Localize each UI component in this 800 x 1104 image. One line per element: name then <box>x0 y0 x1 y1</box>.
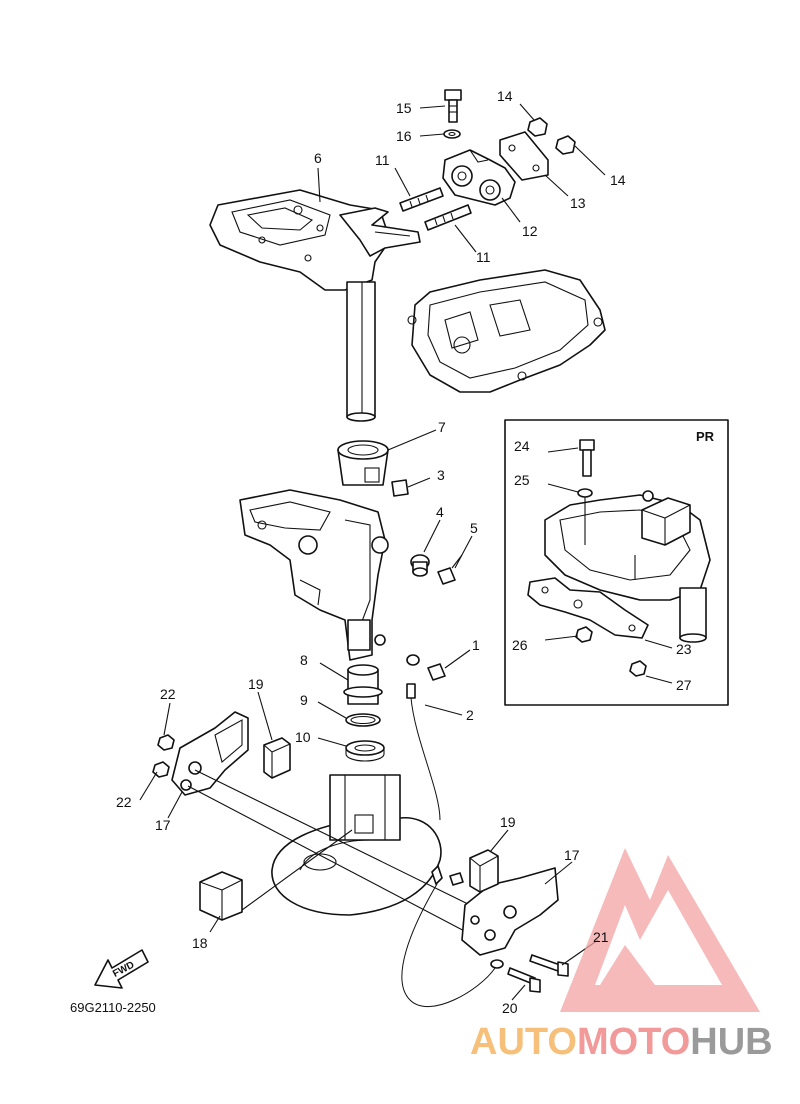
watermark-text: AUTOMOTOHUB <box>470 1020 795 1064</box>
rubber-block-part-19-left <box>263 737 291 779</box>
nuts-part-14 <box>527 117 576 155</box>
ground-lead-part-2 <box>406 683 441 821</box>
plate-part-13 <box>499 131 549 181</box>
callout-21: 21 <box>593 929 609 945</box>
callout-8: 8 <box>300 652 308 668</box>
callout-4: 4 <box>436 504 444 520</box>
callout-1: 1 <box>472 637 480 653</box>
bolt-part-1 <box>406 654 446 681</box>
watermark-hub: HUB <box>690 1021 773 1063</box>
rubber-mounts-part-12 <box>442 149 516 206</box>
collar-part-4 <box>410 554 430 577</box>
engine-base <box>407 269 606 393</box>
steering-bracket-part-6 <box>209 189 421 291</box>
callout-18: 18 <box>192 935 208 951</box>
callout-22b: 22 <box>116 794 132 810</box>
bolt-part-5 <box>437 554 463 585</box>
o-ring-part-9 <box>345 713 381 727</box>
stud-bolts-part-11 <box>399 187 472 231</box>
steering-shaft <box>346 281 376 422</box>
callout-3: 3 <box>437 467 445 483</box>
callout-7: 7 <box>438 419 446 435</box>
callout-17b: 17 <box>564 847 580 863</box>
nuts-part-22 <box>152 734 175 778</box>
callout-27: 27 <box>676 677 692 693</box>
watermark-auto: AUTO <box>470 1021 577 1063</box>
pr-inset <box>504 419 729 706</box>
watermark-moto: MOTO <box>576 1021 691 1063</box>
callout-14a: 14 <box>497 88 513 104</box>
callout-11b: 11 <box>476 249 491 265</box>
callout-23: 23 <box>676 641 692 657</box>
callout-19a: 19 <box>248 676 264 692</box>
callout-22a: 22 <box>160 686 176 702</box>
washer-part-16 <box>443 129 461 139</box>
callout-14b: 14 <box>610 172 626 188</box>
inset-label: PR <box>696 429 715 444</box>
callout-24: 24 <box>514 438 530 454</box>
diagram-code: 69G2110-2250 <box>70 1000 156 1015</box>
callout-5: 5 <box>470 520 478 536</box>
callout-2: 2 <box>466 707 474 723</box>
bolt-part-15 <box>444 89 462 123</box>
ground-wire <box>401 865 504 1007</box>
callout-6: 6 <box>314 150 322 166</box>
fwd-arrow-icon <box>94 949 149 989</box>
callout-9: 9 <box>300 692 308 708</box>
swivel-bracket <box>239 489 389 661</box>
rubber-block-part-19-right <box>469 849 499 893</box>
watermark-logo-icon <box>560 848 760 1012</box>
callout-16: 16 <box>396 128 412 144</box>
rubber-damper-part-18 <box>199 871 243 921</box>
callout-15: 15 <box>396 100 412 116</box>
callout-20: 20 <box>502 1000 518 1016</box>
callout-12: 12 <box>522 223 538 239</box>
leader-lines <box>139 103 606 1001</box>
bolts-part-20-21 <box>507 954 569 993</box>
tie-rods <box>187 769 473 936</box>
callout-25: 25 <box>514 472 530 488</box>
callout-17a: 17 <box>155 817 171 833</box>
bushing-part-7 <box>337 440 389 486</box>
callout-10: 10 <box>295 729 311 745</box>
callout-26: 26 <box>512 637 528 653</box>
bushing-part-8 <box>343 664 383 705</box>
left-bracket-part-17 <box>171 711 249 796</box>
lower-case <box>271 774 442 916</box>
callout-19b: 19 <box>500 814 516 830</box>
seal-part-10 <box>345 740 385 762</box>
callout-11a: 11 <box>375 152 390 168</box>
callout-13: 13 <box>570 195 586 211</box>
plate-part-3 <box>391 479 409 497</box>
